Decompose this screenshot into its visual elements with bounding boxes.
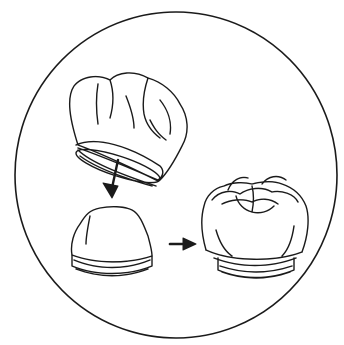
crowned-tooth (202, 177, 308, 278)
crown-cap (70, 73, 187, 189)
enclosing-circle (15, 12, 337, 338)
right-arrow (170, 238, 196, 250)
down-arrow (103, 160, 118, 198)
prepared-tooth-stump (71, 207, 152, 276)
